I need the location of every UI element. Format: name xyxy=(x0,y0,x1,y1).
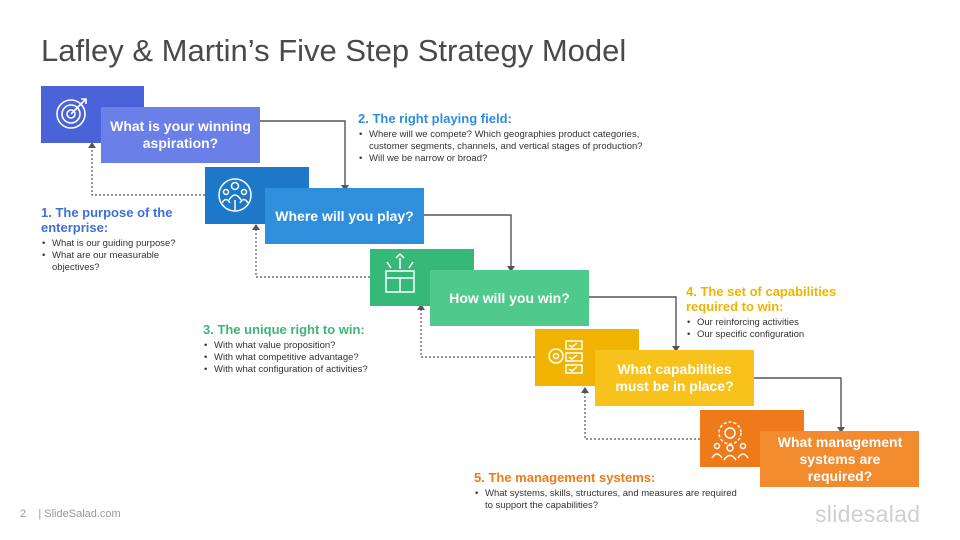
step-2-fold xyxy=(265,167,309,188)
step-1-label: What is your winning aspiration? xyxy=(110,118,251,151)
feedback-head-3 xyxy=(417,304,425,310)
slide-title: Lafley & Martin’s Five Step Strategy Mod… xyxy=(41,33,627,68)
note-right-to-win: 3. The unique right to win: With what va… xyxy=(203,322,428,376)
note-management-heading: 5. The management systems: xyxy=(474,470,656,485)
feedback-head-1 xyxy=(88,142,96,148)
step-4-label: What capabilities must be in place? xyxy=(615,361,734,394)
step-5-box xyxy=(760,431,919,487)
step-3-label: How will you win? xyxy=(449,289,570,306)
arrowhead-4-5 xyxy=(837,427,845,433)
step-1-fold xyxy=(101,86,144,107)
note-purpose-heading: 1. The purpose of the enterprise: xyxy=(41,205,173,235)
team-icon xyxy=(218,178,252,212)
note-capabilities-bullet: Our reinforcing activities xyxy=(686,317,856,329)
feedback-head-4 xyxy=(581,387,589,393)
step-2-label: Where will you play? xyxy=(275,207,414,224)
step-2-box xyxy=(265,188,424,244)
feedback-3-2 xyxy=(255,230,370,278)
step-1-box xyxy=(101,107,260,163)
note-capabilities: 4. The set of capabilities required to w… xyxy=(686,284,856,341)
step-1-icon-bg xyxy=(41,86,101,143)
note-playing-field-bullet: Will we be narrow or broad? xyxy=(358,153,643,165)
step-4-fold xyxy=(595,329,639,350)
note-playing-field-bullet: Where will we compete? Which geographies… xyxy=(358,129,643,153)
note-right-to-win-bullet: With what value proposition? xyxy=(203,340,428,352)
note-purpose-bullet: What are our measurable objectives? xyxy=(41,250,206,274)
note-playing-field: 2. The right playing field: Where will w… xyxy=(358,111,643,165)
page-number: 2 xyxy=(20,508,27,520)
note-capabilities-bullet: Our specific configuration xyxy=(686,329,856,341)
feedback-5-4 xyxy=(584,393,700,440)
note-playing-field-heading: 2. The right playing field: xyxy=(358,111,512,126)
step-4-box xyxy=(595,350,754,406)
arrowhead-2-3 xyxy=(507,266,515,272)
connector-3-4 xyxy=(589,296,677,346)
note-purpose-bullet: What is our guiding purpose? xyxy=(41,238,206,250)
step-5-fold xyxy=(760,410,804,431)
step-4-icon-bg xyxy=(535,329,595,386)
note-right-to-win-heading: 3. The unique right to win: xyxy=(203,322,365,337)
arrowhead-3-4 xyxy=(672,346,680,352)
note-management: 5. The management systems: What systems,… xyxy=(474,470,744,512)
note-purpose: 1. The purpose of the enterprise: What i… xyxy=(41,205,206,274)
step-3-box xyxy=(430,270,589,326)
feedback-head-2 xyxy=(252,224,260,230)
note-management-bullet: What systems, skills, structures, and me… xyxy=(474,488,744,512)
footer-site: | SlideSalad.com xyxy=(38,508,121,520)
step-3-fold xyxy=(430,249,474,270)
checklist-gear-icon xyxy=(548,340,583,374)
note-right-to-win-bullet: With what configuration of activities? xyxy=(203,364,428,376)
prize-box-icon xyxy=(385,252,415,293)
connector-4-5 xyxy=(754,377,842,427)
connector-1-2 xyxy=(260,120,346,185)
gear-people-icon xyxy=(711,421,749,461)
note-right-to-win-bullet: With what competitive advantage? xyxy=(203,352,428,364)
step-5-label: What management systems are required? xyxy=(777,433,903,484)
feedback-2-1 xyxy=(91,148,205,196)
footer: 2 | SlideSalad.com xyxy=(20,508,121,520)
note-capabilities-heading: 4. The set of capabilities required to w… xyxy=(686,284,837,314)
connector-2-3 xyxy=(424,214,512,266)
target-icon xyxy=(56,98,87,129)
brand-logo: slidesalad xyxy=(815,501,921,527)
